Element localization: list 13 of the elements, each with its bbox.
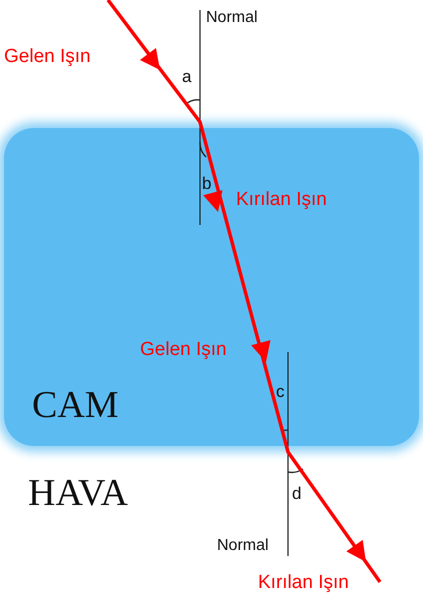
ray-label: Gelen Işın xyxy=(140,340,227,359)
material-label: CAM xyxy=(32,386,119,424)
glass-block xyxy=(4,128,419,446)
ray-label: Kırılan Işın xyxy=(236,190,327,209)
normal-label: Normal xyxy=(206,10,258,26)
medium-label: HAVA xyxy=(28,474,128,512)
normal-label: Normal xyxy=(217,538,269,554)
angle-label: b xyxy=(202,175,212,192)
angle-label: d xyxy=(292,485,302,502)
ray-label: Kırılan Işın xyxy=(258,573,349,592)
ray-label: Gelen Işın xyxy=(4,47,91,66)
angle-label: a xyxy=(182,68,192,85)
angle-label: c xyxy=(276,383,284,400)
